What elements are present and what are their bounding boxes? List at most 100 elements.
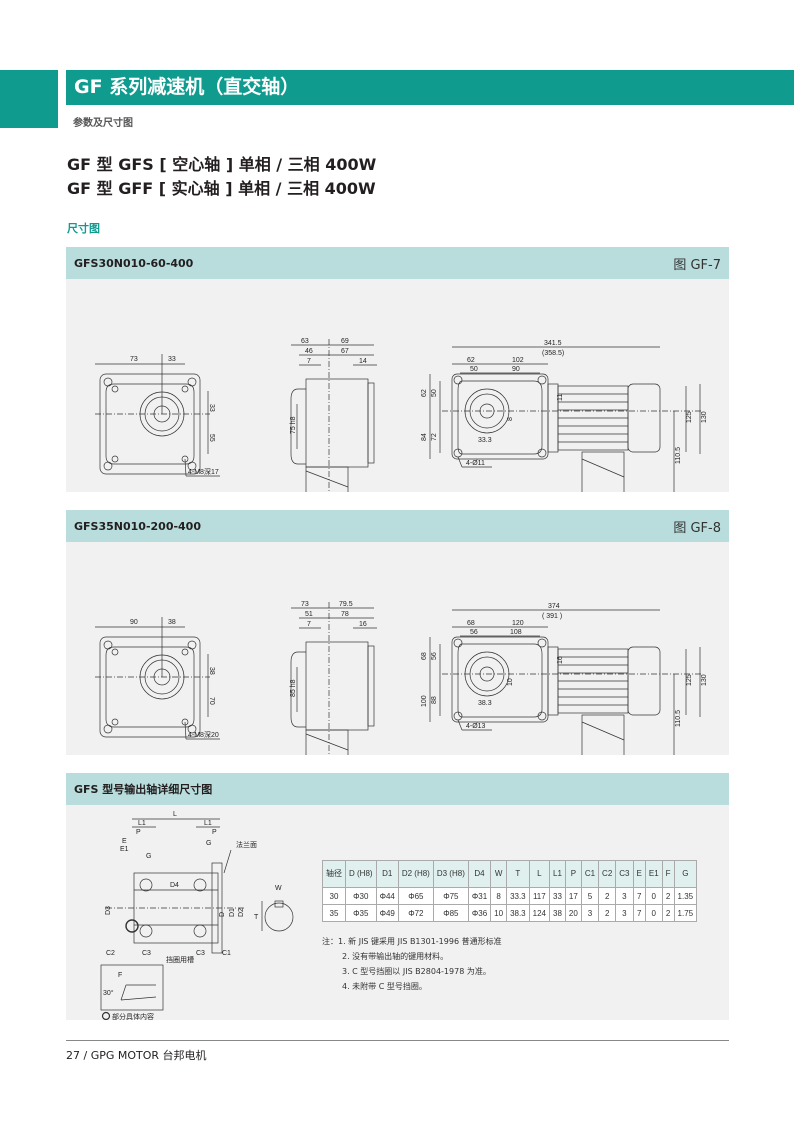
svg-text:84: 84: [421, 433, 428, 441]
svg-text:125: 125: [686, 411, 693, 423]
svg-text:51: 51: [305, 611, 313, 618]
svg-text:100: 100: [421, 695, 428, 707]
col-header: D4: [467, 860, 492, 888]
svg-text:F: F: [118, 972, 122, 979]
svg-text:G: G: [206, 840, 211, 847]
svg-text:7: 7: [307, 358, 311, 365]
col-header: E1: [644, 860, 663, 888]
cell: Φ44: [375, 887, 399, 905]
col-header: C1: [580, 860, 600, 888]
model-code: GFS35N010-200-400: [74, 519, 201, 533]
page-subtitle: 参数及尺寸图: [73, 118, 133, 129]
svg-text:C1: C1: [222, 950, 231, 957]
svg-text:38.3: 38.3: [478, 700, 492, 707]
col-header: D (H8): [345, 860, 377, 888]
col-header: P: [564, 860, 582, 888]
svg-text:110.5: 110.5: [675, 447, 682, 464]
cell: Φ49: [375, 904, 399, 922]
svg-text:341.5: 341.5: [544, 340, 562, 347]
cell: 2: [661, 904, 675, 922]
note-2: 2. 没有带输出轴的键用材料。: [342, 952, 449, 961]
svg-text:63: 63: [301, 338, 309, 345]
side-view: 73 79.5 51 78 7 16 85 h8: [290, 601, 377, 772]
cell: 38.3: [506, 904, 530, 922]
cell: 33.3: [506, 887, 530, 905]
panel-header: GFS35N010-200-400 图 GF-8: [66, 510, 729, 542]
svg-text:C3: C3: [196, 950, 205, 957]
motor-view: 341.5 (358.5) 62 102 50 90 62 50 84 72 1…: [421, 340, 708, 495]
svg-text:33: 33: [168, 356, 176, 363]
shaft-panel-title: GFS 型号输出轴详细尺寸图: [74, 783, 213, 796]
svg-text:挡圈用槽: 挡圈用槽: [166, 955, 194, 964]
model-line-gfs: GF 型 GFS [ 空心轴 ] 单相 / 三相 400W: [67, 155, 377, 174]
front-view: 90 38 38 70 4-M8深20: [95, 617, 220, 740]
svg-text:55: 55: [208, 434, 215, 442]
col-header: D3 (H8): [432, 860, 469, 888]
col-header: L: [528, 860, 551, 888]
cell: 10: [490, 904, 508, 922]
svg-text:120: 120: [512, 620, 524, 627]
svg-text:30°: 30°: [103, 989, 114, 997]
col-header: C3: [615, 860, 634, 888]
svg-text:L1: L1: [204, 820, 212, 827]
col-header: 轴径: [322, 860, 346, 888]
figure-number: 图 GF-8: [673, 520, 721, 536]
svg-text:68: 68: [467, 620, 475, 627]
svg-text:90: 90: [512, 366, 520, 373]
side-view: 63 69 46 67 7 14 75 h8: [290, 338, 377, 509]
svg-text:56: 56: [470, 629, 478, 636]
page-footer: 27 / GPG MOTOR 台邦电机: [66, 1049, 207, 1062]
col-header: D1: [375, 860, 399, 888]
svg-text:C3: C3: [142, 950, 151, 957]
shaft-section-drawing: L L1 L1 P P E E1 G G 法兰面 D4 D3 D D1: [100, 811, 294, 1021]
accent-block: [0, 70, 58, 128]
cell: 30: [322, 887, 346, 905]
cell: 3: [615, 887, 634, 905]
panel-header: GFS30N010-60-400 图 GF-7: [66, 247, 729, 279]
shaft-dimension-table: 轴径 D (H8) D1 D2 (H8) D3 (H8) D4 W T L L1…: [322, 860, 698, 922]
svg-text:14: 14: [359, 358, 367, 365]
model-code: GFS30N010-60-400: [74, 256, 194, 270]
svg-text:P: P: [212, 829, 217, 836]
svg-text:374: 374: [548, 603, 560, 610]
svg-text:W: W: [275, 885, 282, 892]
col-header: F: [661, 860, 675, 888]
cell: 1.75: [673, 904, 698, 922]
table-row: 35 Φ35 Φ49 Φ72 Φ85 Φ36 10 38.3 124 38 20…: [322, 904, 698, 922]
svg-text:85 h8: 85 h8: [290, 679, 297, 697]
svg-text:67: 67: [341, 348, 349, 355]
cell: 2: [661, 887, 675, 905]
svg-text:73: 73: [130, 356, 138, 363]
svg-text:C2: C2: [106, 950, 115, 957]
svg-text:78: 78: [341, 611, 349, 618]
cell: Φ31: [467, 887, 492, 905]
table-header-row: 轴径 D (H8) D1 D2 (H8) D3 (H8) D4 W T L L1…: [322, 860, 698, 888]
dimension-drawing-gf8: 90 38 38 70 4-M8深20 73 79.5 51 78 7: [95, 601, 708, 772]
cell: 0: [644, 904, 663, 922]
svg-text:68: 68: [421, 652, 428, 660]
section-label: 尺寸图: [67, 222, 100, 235]
svg-text:46: 46: [305, 348, 313, 355]
cell: Φ72: [397, 904, 434, 922]
drawing-panel-gf8: GFS35N010-200-400 图 GF-8 90 38 38 70 4-M…: [66, 510, 729, 772]
cell: 17: [564, 887, 582, 905]
svg-text:4-Ø13: 4-Ø13: [466, 723, 486, 730]
svg-text:16: 16: [557, 656, 564, 664]
motor-view: 374 ( 391 ) 68 120 56 108 68 56 100 88 1…: [421, 603, 708, 758]
svg-text:D: D: [219, 912, 226, 917]
model-titles: GF 型 GFS [ 空心轴 ] 单相 / 三相 400W GF 型 GFF […: [67, 153, 376, 201]
svg-text:4-M8深20: 4-M8深20: [188, 730, 219, 739]
svg-text:16: 16: [359, 621, 367, 628]
cell: 7: [632, 904, 646, 922]
cell: 117: [528, 887, 551, 905]
note-1: 注：1. 新 JIS 键采用 JIS B1301-1996 普通形标准: [322, 937, 502, 946]
svg-text:102: 102: [512, 357, 524, 364]
svg-text:62: 62: [467, 357, 475, 364]
svg-text:38: 38: [168, 619, 176, 626]
svg-text:108: 108: [510, 629, 522, 636]
svg-text:D3: D3: [105, 906, 112, 915]
svg-text:4-Ø11: 4-Ø11: [466, 460, 485, 467]
note-4: 4. 未附带 C 型号挡圈。: [342, 982, 427, 991]
cell: 8: [490, 887, 508, 905]
svg-text:G: G: [146, 853, 151, 860]
